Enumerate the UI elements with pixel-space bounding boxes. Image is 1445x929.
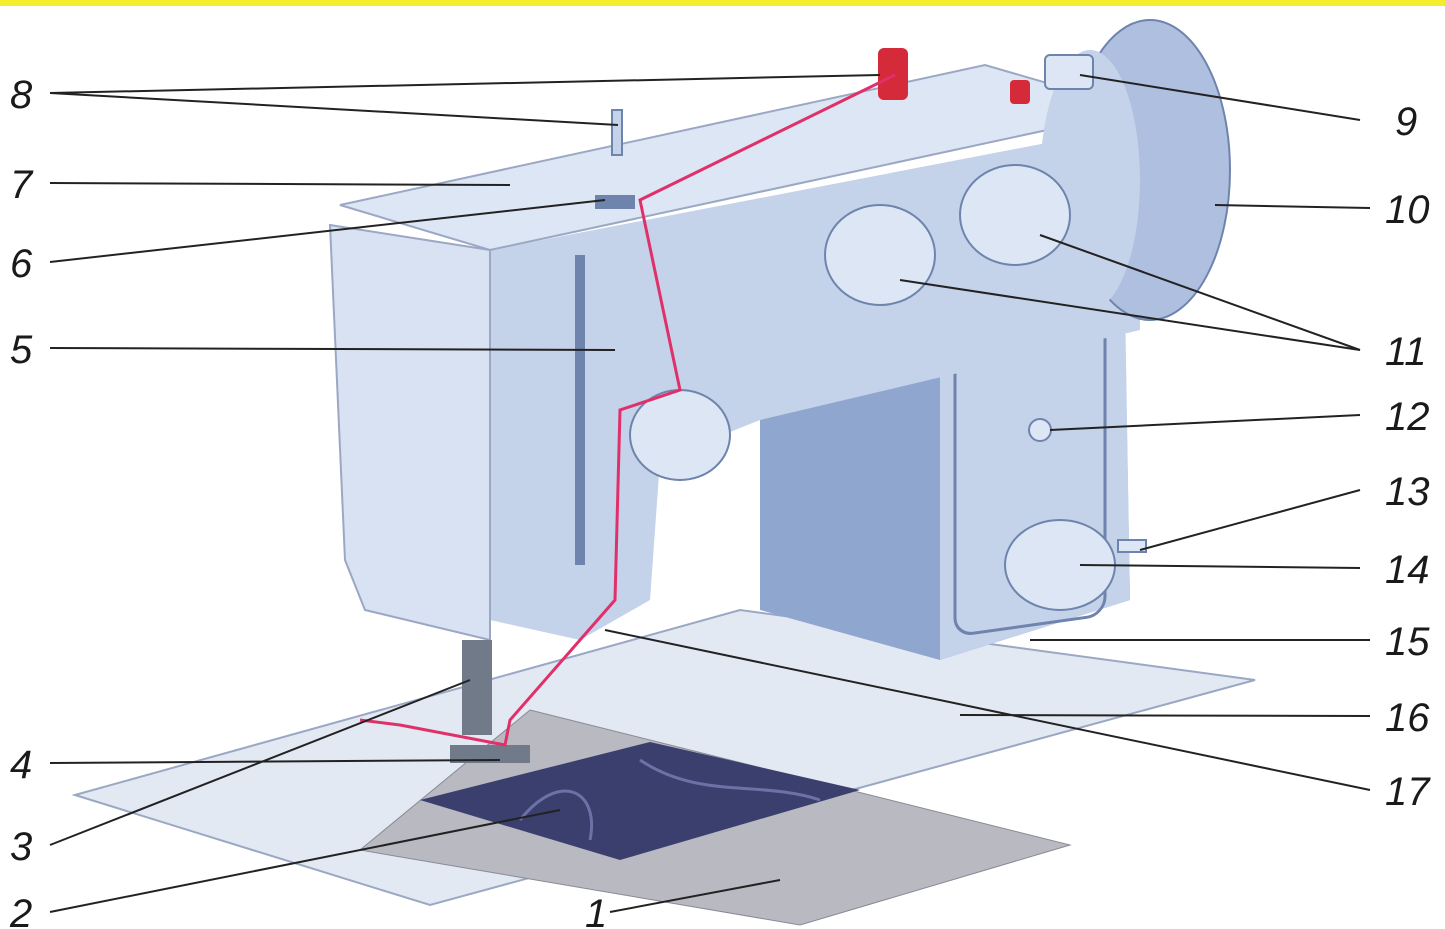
callout-6: 6 [10,242,33,286]
side-lever [1117,539,1147,553]
reverse-button [1028,418,1052,442]
callout-12: 12 [1385,395,1430,439]
thread-spool [878,48,908,100]
callout-17: 17 [1385,770,1431,814]
tension-dial [629,389,731,481]
callout-11: 11 [1385,330,1427,374]
callout-2: 2 [9,892,32,929]
callout-3: 3 [10,825,32,869]
needle-bar-slot [575,255,585,565]
top-banner [0,0,1445,6]
thread-path [359,73,896,747]
presser-bar [462,640,492,735]
callout-10: 10 [1385,188,1430,232]
callout-16: 16 [1385,696,1430,740]
presser-foot [450,745,530,763]
bobbin-winder [1044,54,1094,90]
callout-labels: 8 7 6 5 4 3 2 1 9 10 11 12 13 14 15 16 1… [9,73,1431,929]
bobbin-spool [1010,80,1030,104]
machine-head-side [328,223,491,642]
callout-5: 5 [10,328,33,372]
callout-4: 4 [10,743,32,787]
callout-7: 7 [10,163,34,207]
leader-lines [49,74,1371,913]
callout-9: 9 [1395,100,1417,144]
callout-8: 8 [10,73,33,117]
callout-1: 1 [585,892,607,929]
callout-14: 14 [1385,548,1430,592]
thread-guide [595,195,635,209]
spool-pin [611,109,623,156]
dial-left [824,204,936,306]
callout-15: 15 [1385,620,1430,664]
fabric-dark [420,742,860,860]
callout-13: 13 [1385,470,1430,514]
dial-right [959,164,1071,266]
fabric-fold-lines [518,758,821,841]
